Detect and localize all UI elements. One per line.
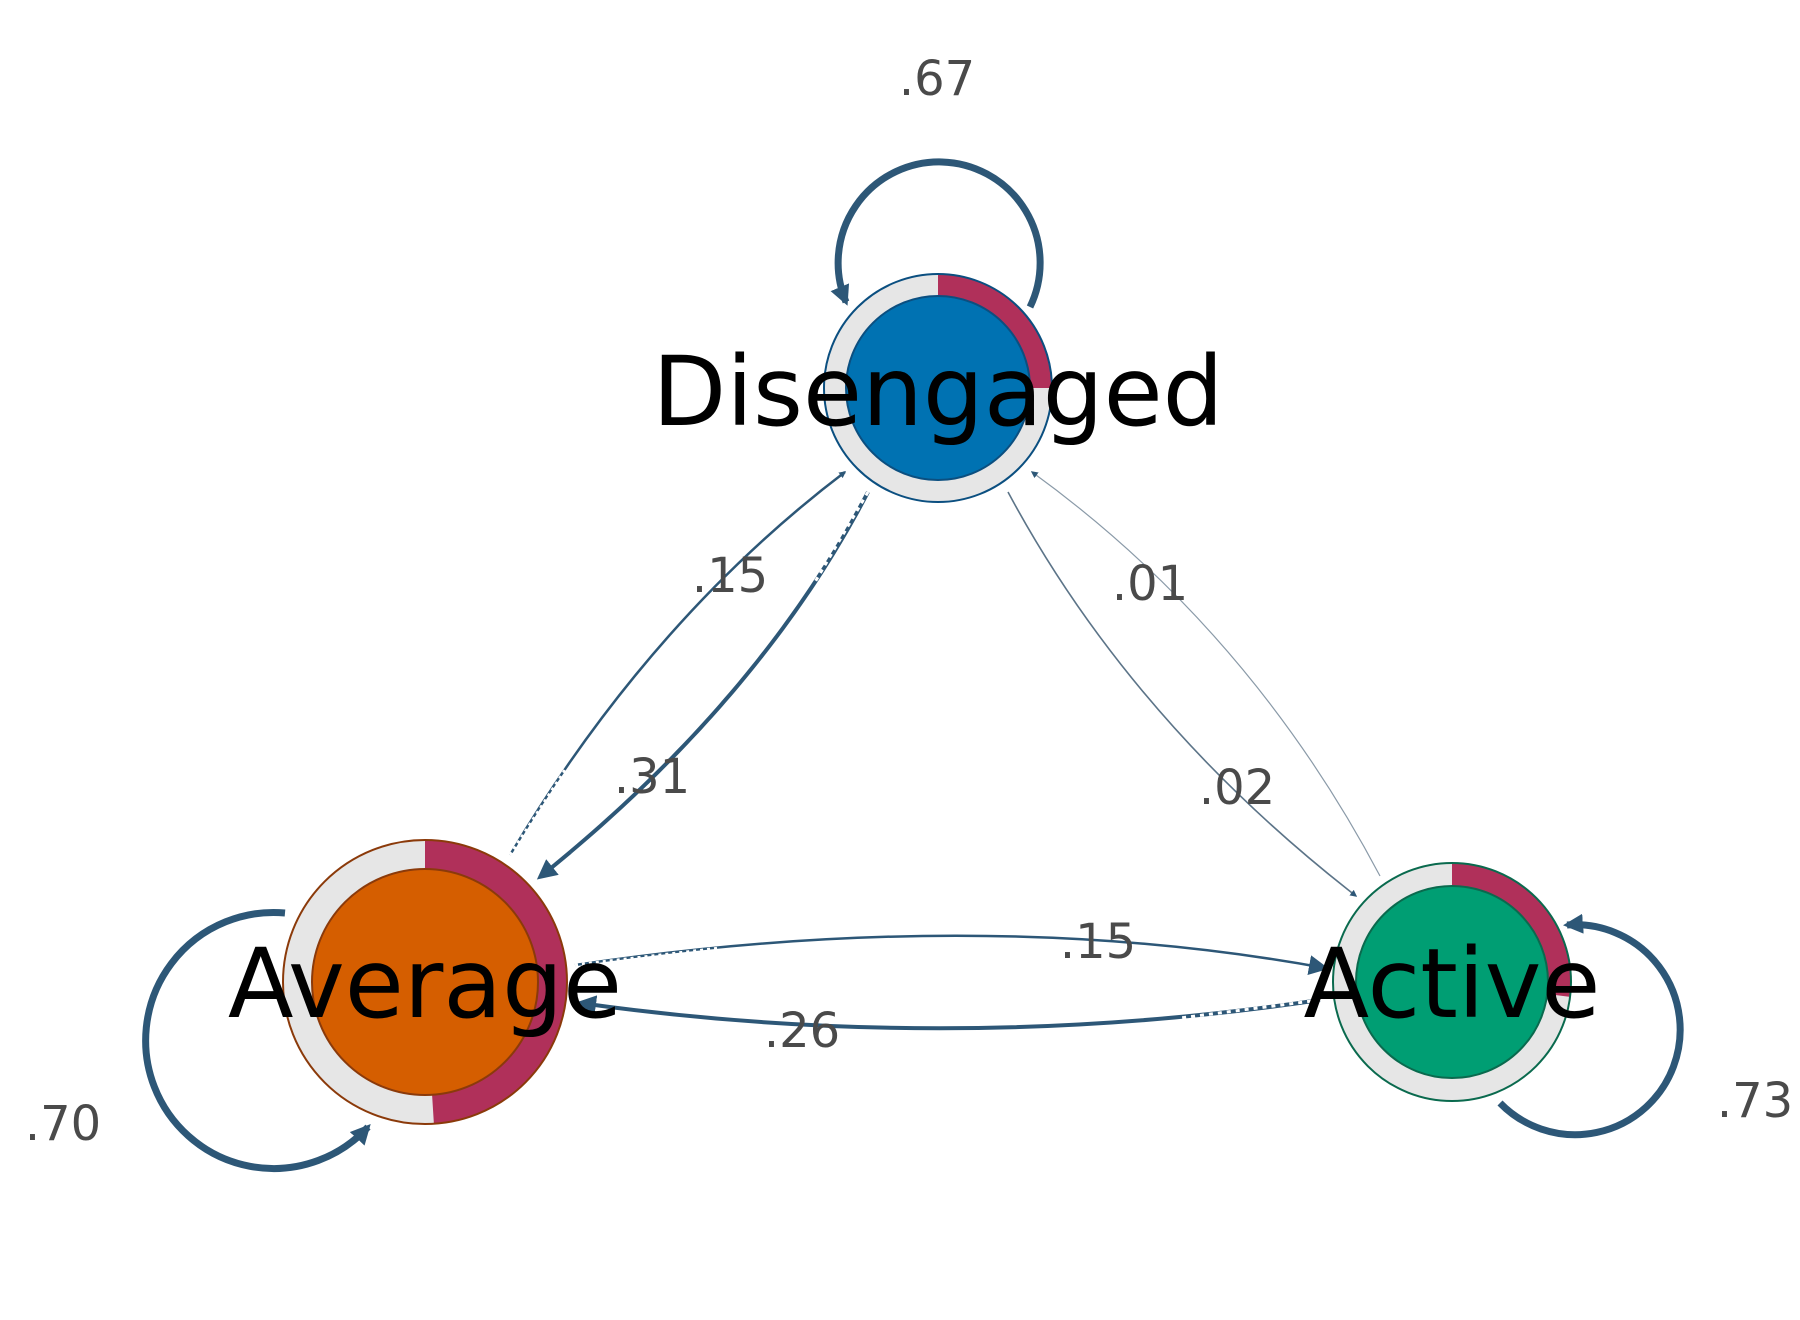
node-average: Average [228,839,622,1125]
edge-active-average [576,995,1321,1031]
node-label-disengaged: Disengaged [652,336,1223,448]
node-outline [823,273,1053,503]
edge-average-active-dotted-start [574,946,721,967]
node-core [845,295,1031,481]
self-loop-average: .70 [25,909,371,1172]
edge-disengaged-disengaged [830,158,1044,309]
node-core [311,868,539,1096]
edge-label-active-active: .73 [1717,1073,1793,1129]
edge-disengaged-active [1007,491,1358,897]
edges-between-states: .15 .31 .01 .02 .15 .26 [508,471,1381,1059]
node-active: Active [1304,862,1601,1102]
edge-label-disengaged-average: .31 [614,749,690,805]
edge-active-active [1497,913,1684,1139]
edge-label-active-disengaged: .01 [1112,556,1188,612]
edge-average-average [142,909,371,1172]
edge-average-disengaged [508,471,847,856]
edge-active-disengaged [1030,471,1381,877]
self-loop-disengaged: .67 [830,51,1044,309]
node-disengaged: Disengaged [652,273,1224,503]
edge-label-active-average: .26 [764,1003,840,1059]
edge-average-active [574,934,1329,975]
node-outline [282,839,568,1125]
edge-average-disengaged-dotted-start [508,769,567,856]
edge-label-disengaged-active: .02 [1199,760,1275,816]
self-loop-active: .73 [1497,913,1793,1139]
edge-active-average-dotted-start [1179,998,1321,1020]
node-core [1355,885,1549,1079]
edge-label-average-average: .70 [25,1096,101,1152]
edge-label-average-active: .15 [1060,914,1136,970]
edge-label-disengaged-disengaged: .67 [899,51,975,107]
node-outline [1332,862,1572,1102]
edge-label-average-disengaged: .15 [692,548,768,604]
node-label-active: Active [1304,928,1601,1040]
node-label-average: Average [228,928,622,1040]
